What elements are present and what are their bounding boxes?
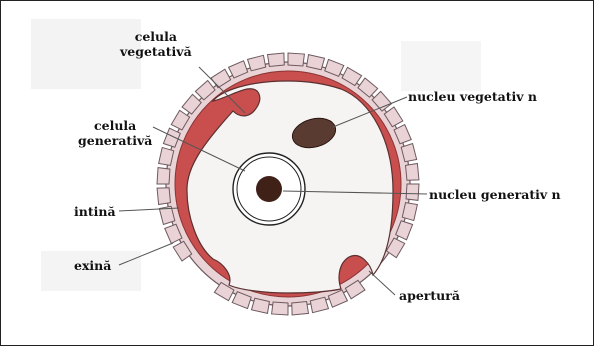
exine-ornament [402, 203, 417, 221]
exine-ornament [272, 302, 288, 315]
label-intina: intină [74, 204, 116, 219]
label-celula-vegetativa: celula vegetativă [120, 29, 192, 59]
label-nucleu-vegetativ: nucleu vegetativ n [408, 89, 537, 104]
exine-ornament [292, 302, 309, 315]
label-celula-generativa-line1: celula [78, 118, 152, 133]
exine-ornament [288, 53, 304, 66]
label-celula-vegetativa-line2: vegetativă [120, 44, 192, 59]
label-celula-generativa-line2: generativă [78, 133, 152, 148]
exine-ornament [157, 168, 170, 184]
exine-ornament [268, 53, 285, 66]
label-apertura: apertură [399, 288, 460, 303]
label-nucleu-generativ: nucleu generativ n [429, 187, 561, 202]
exine-ornament [157, 188, 170, 205]
exine-ornament [307, 55, 325, 70]
generative-nucleus [256, 176, 282, 202]
label-celula-vegetativa-line1: celula [120, 29, 192, 44]
label-exina: exină [74, 258, 111, 273]
exine-ornament [159, 147, 174, 165]
exine-ornament [251, 298, 269, 313]
exine-ornament [406, 164, 419, 181]
label-celula-generativa: celula generativă [78, 118, 152, 148]
leader-apertura [369, 271, 395, 295]
exine-ornament [406, 184, 419, 200]
